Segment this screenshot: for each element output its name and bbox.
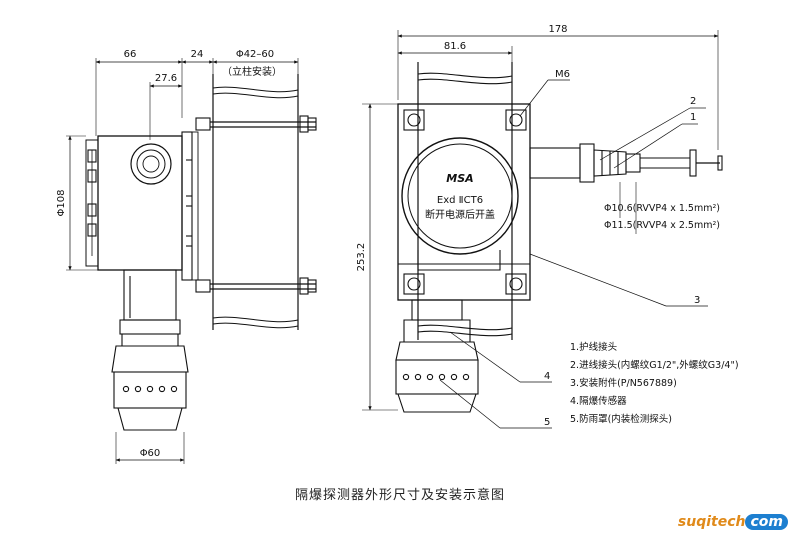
dim-178: 178 — [548, 24, 567, 35]
dim-66: 66 — [124, 49, 137, 60]
bolt-m6: M6 — [555, 69, 570, 80]
brand-logo: MSA — [446, 172, 473, 185]
figure-caption: 隔爆探测器外形尺寸及安装示意图 — [294, 488, 505, 503]
legend-item-4: 4.隔爆传感器 — [570, 395, 627, 407]
dim-108: Φ108 — [56, 190, 67, 217]
side-view-labels: 66 24 Φ42–60 （立柱安装） 27.6 Φ108 Φ60 — [56, 49, 282, 459]
callout-5: 5 — [544, 417, 550, 428]
callout-3: 3 — [694, 295, 700, 306]
dim-27-6: 27.6 — [155, 73, 177, 84]
dim-pipe-diameter: Φ42–60 — [236, 49, 274, 60]
callout-1: 1 — [690, 112, 696, 123]
cable-spec-2: Φ11.5(RVVP4 x 2.5mm²) — [604, 220, 720, 231]
legend-item-3: 3.安装附件(P/N567889) — [570, 377, 677, 389]
dim-base-60: Φ60 — [140, 448, 161, 459]
side-view — [66, 58, 317, 464]
callout-2: 2 — [690, 96, 696, 107]
warning-text: 断开电源后开盖 — [425, 208, 495, 221]
watermark-domain: com — [745, 514, 788, 530]
dim-81-6: 81.6 — [444, 41, 466, 52]
dim-24: 24 — [191, 49, 204, 60]
pole-mount-note: （立柱安装） — [222, 65, 282, 78]
legend-item-1: 1.护线接头 — [570, 341, 617, 353]
watermark-name: suqitech — [677, 514, 746, 530]
cable-spec-1: Φ10.6(RVVP4 x 1.5mm²) — [604, 203, 720, 214]
front-view-labels: 178 81.6 M6 253.2 MSA Exd ⅡCT6 断开电源后开盖 Φ… — [356, 24, 739, 428]
ex-rating: Exd ⅡCT6 — [437, 195, 483, 206]
legend-item-2: 2.进线接头(内螺纹G1/2",外螺纹G3/4") — [570, 359, 739, 371]
legend-item-5: 5.防雨罩(内装检测探头) — [570, 413, 672, 425]
dim-253-2: 253.2 — [356, 243, 367, 272]
callout-4: 4 — [544, 371, 550, 382]
front-view — [362, 30, 723, 429]
